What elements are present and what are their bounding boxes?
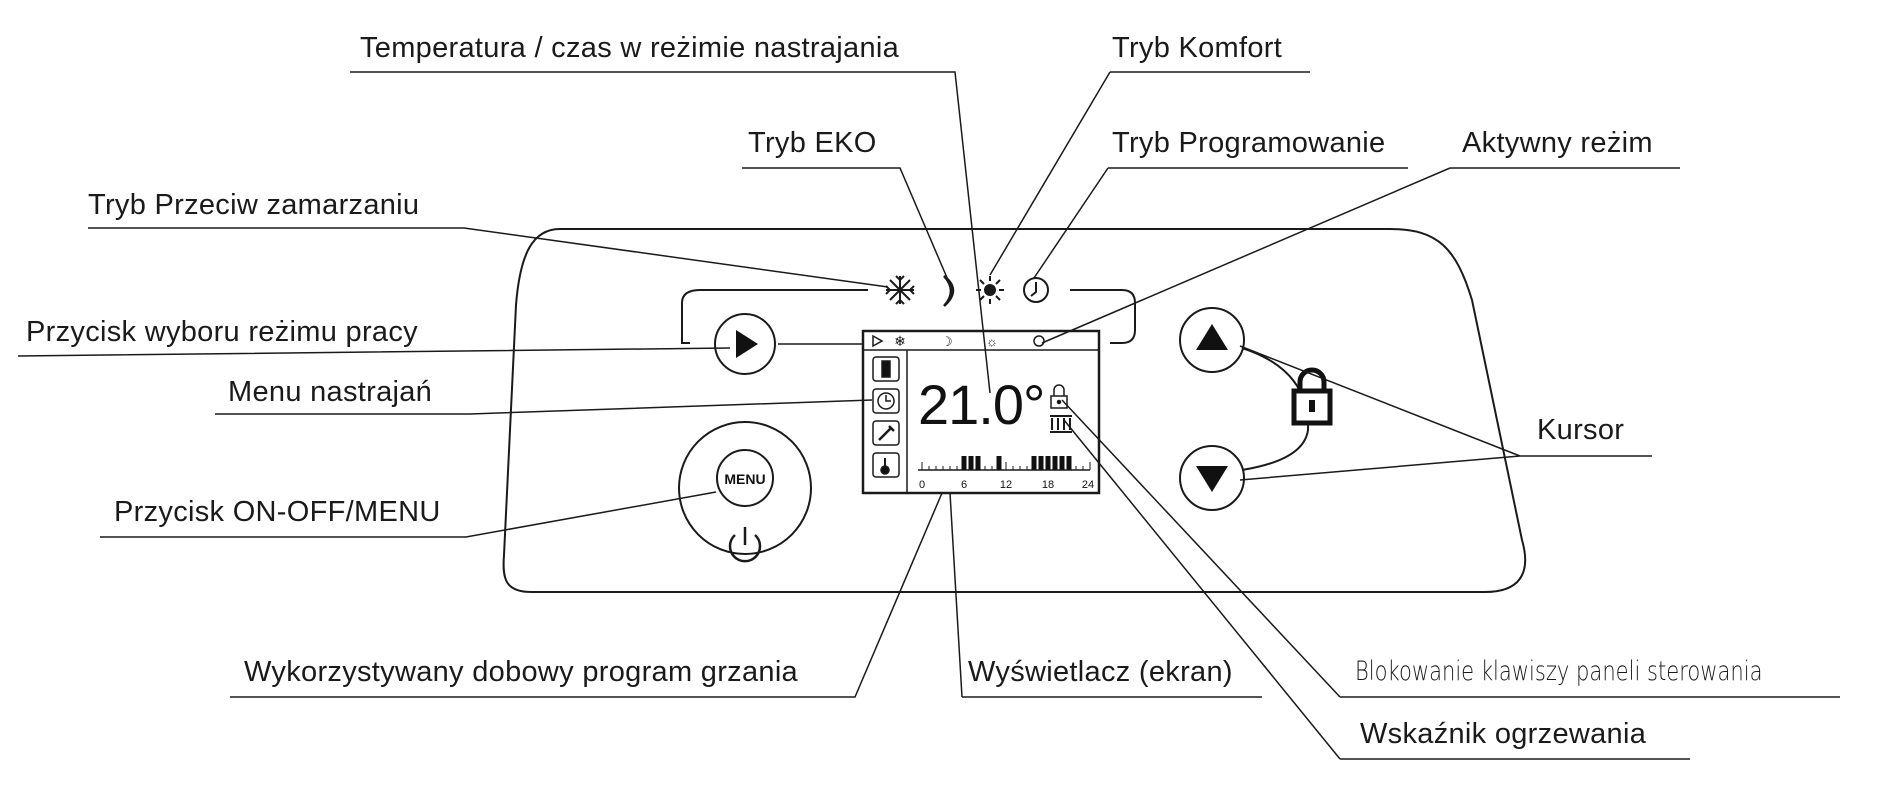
snowflake-icon: [885, 275, 915, 305]
program-heating-block: [968, 456, 974, 470]
program-heating-block: [1031, 456, 1037, 470]
snowflake-small-icon: ❄: [894, 333, 906, 349]
daily-program-timeline: 0 6 12 18 24: [918, 456, 1094, 491]
mode-select-button[interactable]: [714, 313, 776, 375]
clock-small-icon: [1033, 335, 1045, 347]
play-icon: [736, 330, 758, 358]
device-panel-outline: [502, 228, 1527, 593]
program-heating-block: [1052, 456, 1058, 470]
clock-menu-icon: [872, 388, 900, 414]
lcd-display: ❄ ☽ ☼ 21.0°: [861, 329, 1101, 495]
wrench-icon: [872, 420, 900, 446]
label-settings-menu: Menu nastrajań: [228, 376, 433, 408]
timeline-tick-12: 12: [1000, 479, 1012, 491]
program-heating-block: [975, 456, 981, 470]
lock-icon: [1291, 367, 1333, 426]
program-heating-block: [1038, 456, 1044, 470]
temperature-readout: 21.0°: [918, 373, 1044, 436]
program-heating-block: [1045, 456, 1051, 470]
label-heating-indicator: Wskaźnik ogrzewania: [1360, 718, 1647, 750]
label-comfort-mode: Tryb Komfort: [1112, 32, 1283, 64]
radiator-icon: [1050, 415, 1072, 433]
program-heating-block: [1066, 456, 1072, 470]
label-frost-protection: Tryb Przeciw zamarzaniu: [88, 189, 420, 221]
arrow-down-icon: [1196, 466, 1228, 492]
program-heating-block: [1059, 456, 1065, 470]
label-keypad-lock: Blokowanie klawiszy paneli sterowania: [1355, 656, 1763, 687]
timeline-tick-18: 18: [1042, 479, 1054, 491]
mode-icon-bracket: [680, 289, 1136, 344]
moon-small-icon: ☽: [941, 334, 953, 349]
program-heating-block: [961, 456, 967, 470]
label-cursor: Kursor: [1537, 414, 1625, 446]
arrow-up-icon: [1196, 324, 1228, 350]
active-mode-marker-icon: [872, 334, 884, 348]
clock-icon: [1023, 277, 1049, 303]
label-temperature-time: Temperatura / czas w reżimie nastrajania: [360, 32, 900, 64]
cursor-lock-arc: [1241, 347, 1310, 471]
label-mode-select-button: Przycisk wyboru reżimu pracy: [26, 316, 418, 348]
cursor-down-button[interactable]: [1179, 445, 1245, 511]
thermometer-icon: [872, 452, 900, 478]
menu-button: [716, 449, 774, 507]
timeline-tick-6: 6: [961, 479, 967, 491]
door-icon: [872, 356, 900, 382]
onoff-menu-button-group[interactable]: MENU: [678, 421, 812, 563]
label-eco-mode: Tryb EKO: [748, 127, 877, 159]
moon-icon: [943, 275, 955, 307]
program-heating-block: [996, 456, 1002, 470]
power-icon: [728, 527, 762, 563]
label-active-mode: Aktywny reżim: [1462, 127, 1653, 159]
cursor-up-button[interactable]: [1179, 307, 1245, 373]
label-daily-program: Wykorzystywany dobowy program grzania: [244, 656, 798, 688]
timeline-tick-0: 0: [919, 479, 925, 491]
sun-small-icon: ☼: [986, 334, 998, 349]
label-programming-mode: Tryb Programowanie: [1112, 127, 1386, 159]
sun-icon: [976, 276, 1004, 304]
label-display: Wyświetlacz (ekran): [968, 656, 1233, 688]
timeline-tick-24: 24: [1082, 479, 1094, 491]
label-onoff-menu-button: Przycisk ON-OFF/MENU: [114, 496, 441, 528]
menu-button-label: MENU: [724, 471, 765, 487]
lock-small-icon: [1050, 384, 1068, 409]
